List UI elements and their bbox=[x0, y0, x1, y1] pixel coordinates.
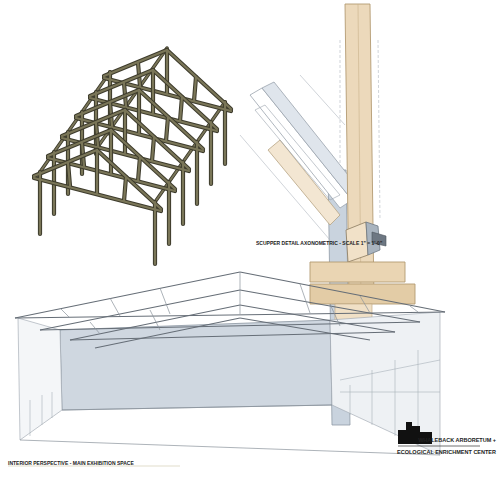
interior-perspective bbox=[15, 272, 445, 455]
detail-title: SCUPPER DETAIL AXONOMETRIC - SCALE 1" = … bbox=[256, 240, 382, 246]
project-name: ECOLOGICAL ENRICHMENT CENTER bbox=[397, 449, 496, 455]
timber-frame-axonometric bbox=[34, 48, 231, 264]
view-title: INTERIOR PERSPECTIVE - MAIN EXHIBITION S… bbox=[8, 460, 134, 466]
project-name: WHALEBACK ARBORETUM + bbox=[418, 437, 496, 443]
